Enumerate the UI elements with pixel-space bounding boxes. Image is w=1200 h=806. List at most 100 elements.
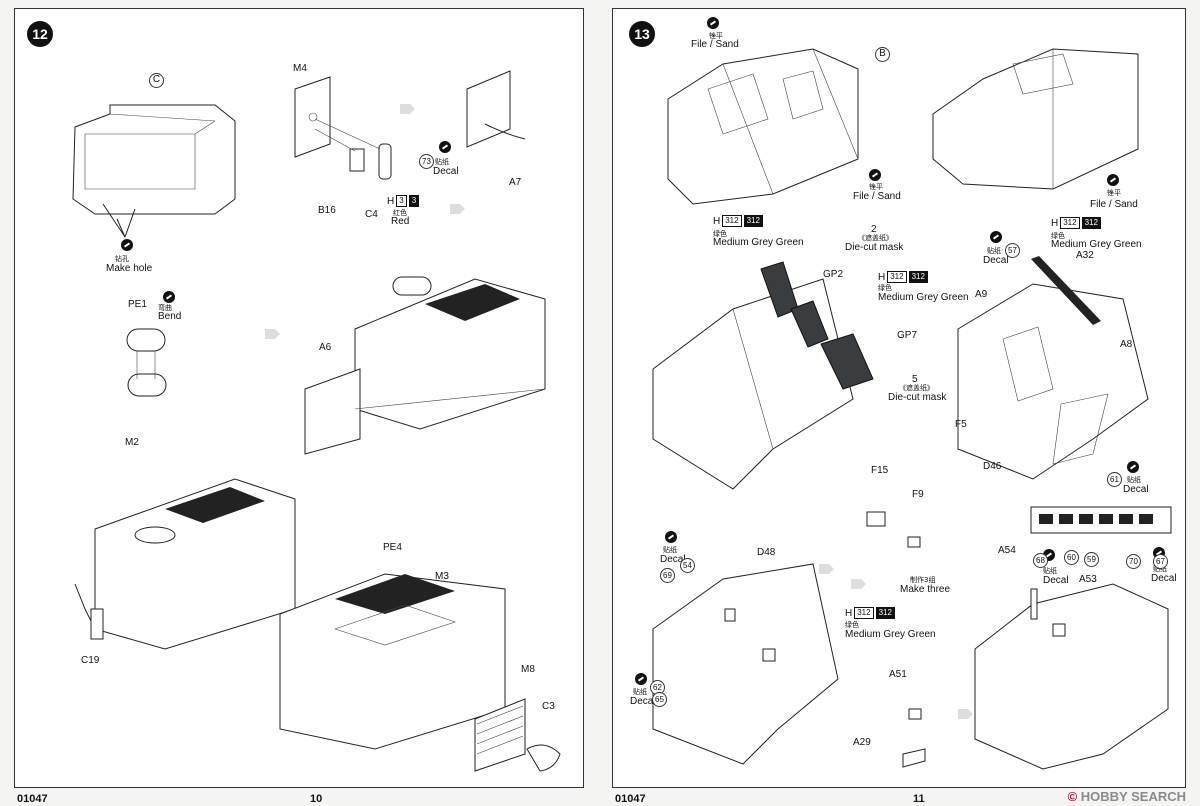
decal-cn-a: 贴纸 bbox=[987, 247, 1001, 255]
paint-h-letter: H bbox=[387, 195, 395, 207]
kit-code: 01047 bbox=[17, 793, 48, 805]
decal-icon bbox=[439, 141, 451, 153]
bend-cn: 弯曲 bbox=[158, 304, 172, 312]
part-label-m2: M2 bbox=[125, 437, 139, 448]
green-label-2: Medium Grey Green bbox=[878, 292, 969, 303]
decal-cn-e: 贴纸 bbox=[1043, 567, 1057, 575]
paint-code-box: 312 bbox=[887, 271, 907, 283]
mask-label-5: Die-cut mask bbox=[888, 392, 947, 403]
part-label-m3: M3 bbox=[435, 571, 449, 582]
part-label-f15: F15 bbox=[871, 465, 889, 476]
kit-code: 01047 bbox=[615, 793, 646, 805]
decal-number: 70 bbox=[1126, 554, 1141, 569]
decal-number: 54 bbox=[680, 558, 695, 573]
red-cn: 红色 bbox=[393, 209, 407, 217]
f9-part bbox=[907, 536, 921, 548]
hull-mid-right-drawing bbox=[957, 256, 1149, 480]
page-number: 10 bbox=[310, 793, 323, 805]
decal-sheet-drawing bbox=[1030, 506, 1172, 534]
paint-code-green-1: H 312 312 bbox=[713, 215, 763, 227]
decal-label-e: Decal bbox=[1043, 575, 1069, 586]
paint-code-box-dark: 312 bbox=[908, 271, 928, 283]
file-sand-label-right: File / Sand bbox=[1090, 199, 1138, 210]
decal-cn-c: 贴纸 bbox=[663, 546, 677, 554]
decal-number: 65 bbox=[652, 692, 667, 707]
paint-h-letter: H bbox=[845, 607, 853, 619]
watermark-brand: HOBBY SEARCH bbox=[1080, 789, 1186, 804]
green-label-1: Medium Grey Green bbox=[713, 237, 804, 248]
decal-number: 59 bbox=[1084, 552, 1099, 567]
decal-cn-d: 贴纸 bbox=[633, 688, 647, 696]
part-label-f5: F5 bbox=[955, 419, 967, 430]
paint-code-green-3: H 312 312 bbox=[1051, 217, 1101, 229]
instruction-page-left: 12 bbox=[14, 8, 584, 805]
decal-cn-f: 贴纸 bbox=[1153, 565, 1167, 573]
part-label-a6: A6 bbox=[319, 342, 332, 353]
part-label-a53: A53 bbox=[1079, 574, 1097, 585]
file-sand-cn-top: 锉平 bbox=[709, 32, 723, 40]
part-label-gp2: GP2 bbox=[823, 269, 844, 280]
paint-code-green-4: H 312 312 bbox=[845, 607, 895, 619]
part-label-a51: A51 bbox=[889, 669, 907, 680]
part-label-c: C bbox=[149, 73, 164, 88]
paint-code-box: 312 bbox=[722, 215, 742, 227]
decal-icon-b bbox=[1127, 461, 1139, 473]
bend-label: Bend bbox=[158, 311, 182, 322]
bend-icon bbox=[163, 291, 175, 303]
green-cn-4: 绿色 bbox=[845, 621, 859, 629]
part-label-pe4: PE4 bbox=[383, 542, 402, 553]
hull-bottom-left-drawing bbox=[652, 563, 839, 765]
part-label-b: B bbox=[875, 47, 890, 62]
decal-number: 69 bbox=[660, 568, 675, 583]
decal-number: 68 bbox=[1033, 553, 1048, 568]
paint-code-box-dark: 312 bbox=[743, 215, 763, 227]
decal-label-d: Decal bbox=[630, 696, 656, 707]
hull-lower-left-drawing bbox=[74, 478, 296, 650]
hull-lower-right-drawing bbox=[279, 573, 561, 772]
decal-cn-b: 贴纸 bbox=[1127, 476, 1141, 484]
part-label-f9: F9 bbox=[912, 489, 924, 500]
f15-part bbox=[866, 511, 886, 527]
decal-icon-c bbox=[665, 531, 677, 543]
decal-label: Decal bbox=[433, 166, 459, 177]
decal-number: 57 bbox=[1005, 243, 1020, 258]
cab-left-drawing bbox=[667, 48, 859, 205]
mask-number-2: 2 bbox=[871, 224, 877, 235]
mask-number-5: 5 bbox=[912, 374, 918, 385]
paint-code-red: H 3 3 bbox=[387, 195, 420, 207]
cab-right-drawing bbox=[932, 48, 1139, 190]
page-number: 11 bbox=[913, 793, 925, 805]
part-label-pe1: PE1 bbox=[128, 299, 147, 310]
part-label-a7: A7 bbox=[509, 177, 522, 188]
paint-code-box-dark: 3 bbox=[408, 195, 420, 207]
paint-code-box-dark: 312 bbox=[1081, 217, 1101, 229]
red-label: Red bbox=[391, 216, 410, 227]
file-sand-icon-right bbox=[1107, 174, 1119, 186]
part-label-a54: A54 bbox=[998, 545, 1016, 556]
part-label-c19: C19 bbox=[81, 655, 100, 666]
decal-label-f: Decal bbox=[1151, 573, 1177, 584]
step13-illustration bbox=[652, 48, 1172, 770]
file-sand-cn-right: 锉平 bbox=[1107, 189, 1121, 197]
pe1-m2-drawing bbox=[126, 328, 167, 397]
decal-number: 61 bbox=[1107, 472, 1122, 487]
paint-code-green-2: H 312 312 bbox=[878, 271, 928, 283]
drill-icon bbox=[121, 239, 133, 251]
a51-part bbox=[908, 708, 922, 720]
part-label-b16: B16 bbox=[318, 205, 336, 216]
paint-code-box-dark: 312 bbox=[875, 607, 895, 619]
a29-part bbox=[902, 748, 926, 768]
hull-mid-left-drawing bbox=[652, 261, 874, 490]
part-label-c4: C4 bbox=[365, 209, 378, 220]
watermark-symbol: © bbox=[1067, 789, 1078, 804]
step12-illustration bbox=[72, 70, 561, 772]
make-three-label: Make three bbox=[900, 584, 951, 595]
decal-number-73: 73 bbox=[419, 154, 434, 169]
paint-h-letter: H bbox=[878, 271, 886, 283]
file-sand-icon-mid bbox=[869, 169, 881, 181]
step-number-badge: 12 bbox=[27, 21, 53, 47]
file-sand-label-mid: File / Sand bbox=[853, 191, 901, 202]
instruction-page-right: 13 bbox=[612, 8, 1186, 805]
part-label-d48: D48 bbox=[757, 547, 776, 558]
file-sand-icon-top bbox=[707, 17, 719, 29]
